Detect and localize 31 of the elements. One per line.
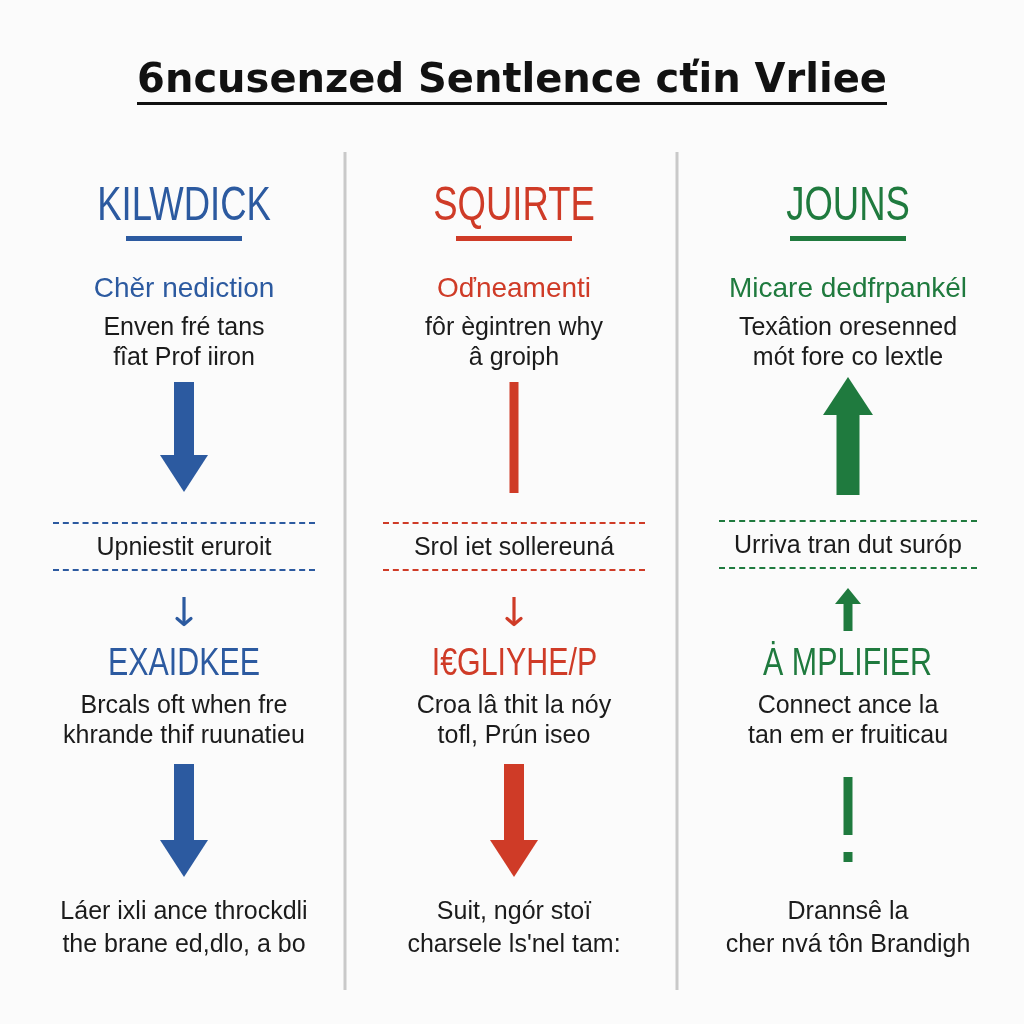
- arrow: [835, 588, 861, 631]
- arrow: [160, 382, 208, 492]
- banner-text: Upniestit eruroit: [53, 522, 315, 571]
- body-text: fôr ègintren why â groiph: [425, 311, 603, 371]
- body-text: Croa lâ thit la nóy tofl, Prún iseo: [416, 689, 612, 749]
- banner-text: Urriva tran dut suróp: [719, 520, 977, 569]
- subheading: Chěr nediction: [93, 271, 275, 305]
- body-text: Brcals oft when fre khrande thif ruunatieu: [63, 689, 305, 749]
- arrow: [823, 377, 873, 495]
- subheading: Oďneamenti: [436, 271, 592, 305]
- arrow: [505, 597, 523, 627]
- section-heading: EXAIDKEE: [107, 641, 260, 683]
- column-heading: KILWDICK: [97, 176, 271, 232]
- column-heading: JOUNS: [786, 176, 910, 232]
- column-heading: SQUIRTE: [433, 176, 595, 232]
- vertical-bar: [509, 382, 519, 493]
- banner-text: Srol iet sollereuná: [383, 522, 645, 571]
- body-text: Connect ance la tan em er fruiticau: [747, 689, 949, 749]
- bar-with-dot: [843, 777, 853, 862]
- subheading: Micare dedfrpankél: [728, 271, 968, 305]
- body-text: Drannsê la cher nvá tôn Brandigh: [725, 895, 971, 959]
- section-heading: Ȧ MPLIFIER: [763, 641, 933, 683]
- body-text: Láer ixli ance throckdli the brane ed,dlo, a bo: [60, 895, 308, 959]
- body-text: Enven fré tans fîat Prof iiron: [103, 311, 265, 371]
- body-text: Texâtion oresenned mót fore co lextle: [738, 311, 958, 371]
- arrow: [490, 764, 538, 877]
- arrow: [160, 764, 208, 877]
- arrow: [175, 597, 193, 627]
- title: 6ncusenzed Sentlence cťin Vrliee: [137, 54, 887, 105]
- body-text: Suit, ngór stoï charsele ls'nel tam:: [407, 895, 621, 959]
- section-heading: I€GLIYHE/P: [431, 641, 597, 683]
